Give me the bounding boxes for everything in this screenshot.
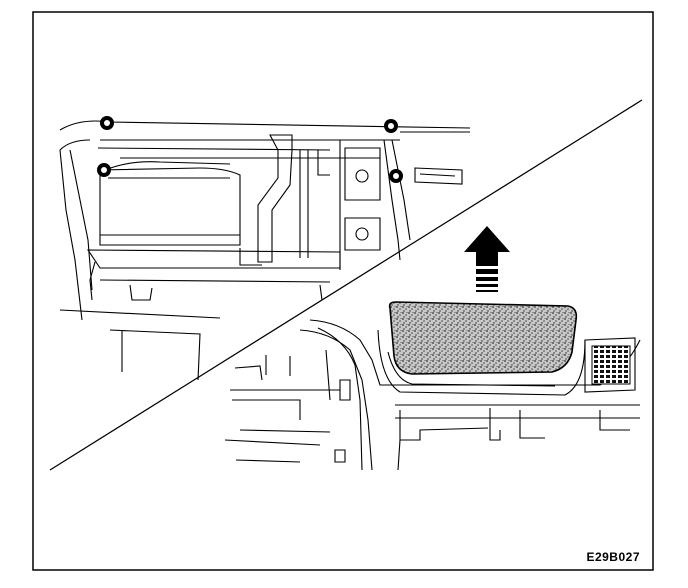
outer-border: [32, 11, 654, 571]
bolt-icon: [97, 163, 111, 177]
air-vent: [591, 345, 631, 385]
lower-dash-assembly: [224, 319, 641, 471]
up-arrow-icon: [464, 226, 510, 292]
glove-box-lid: [388, 301, 578, 375]
bolt-icon: [384, 119, 398, 133]
bolt-icon: [100, 116, 114, 130]
bolt-icon: [389, 169, 403, 183]
diagonal-divider: [49, 99, 643, 471]
figure-code: E29B027: [586, 550, 640, 564]
